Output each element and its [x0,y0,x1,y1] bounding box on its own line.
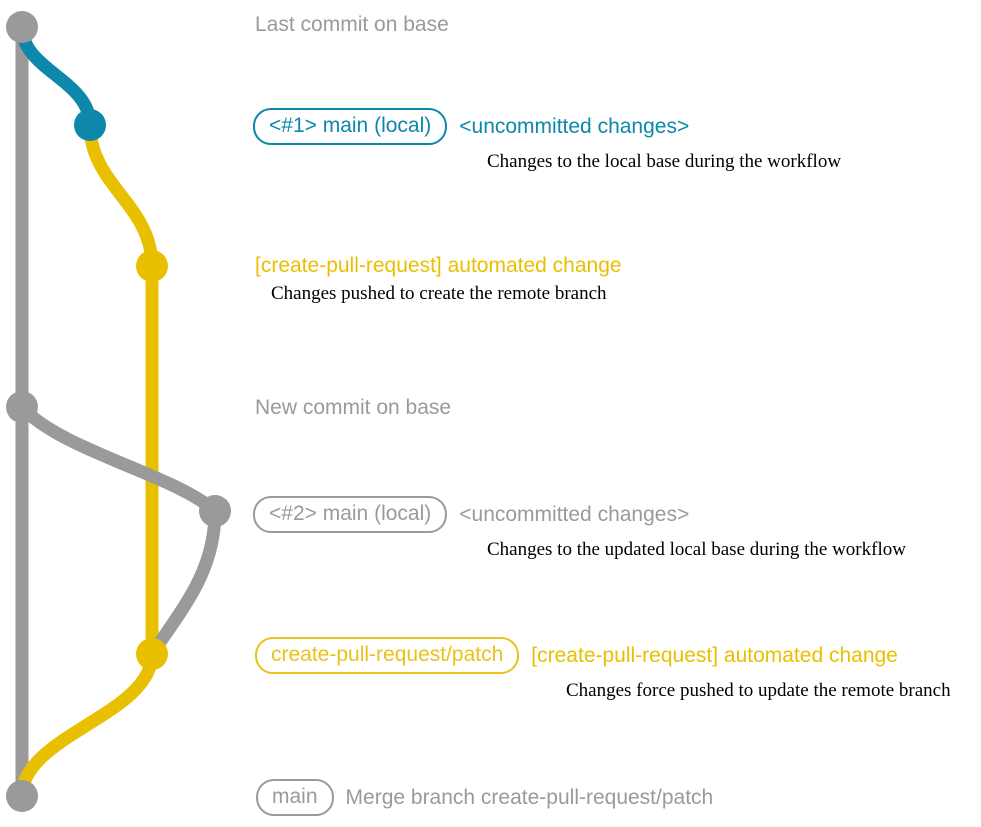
spacer [447,126,459,127]
commit-subject: <uncommitted changes> [459,502,690,526]
commit-subject: [create-pull-request] automated change [531,643,898,667]
spacer [334,797,346,798]
node-remote-commit-1 [136,250,168,282]
local-2-to-remote-2-line [145,504,222,661]
node-merge-commit [6,780,38,812]
node-base-head [6,11,38,43]
ref-badge-main-local-1[interactable]: <#1> main (local) [253,108,448,145]
node-base-new [6,391,38,423]
commit-subject: <uncommitted changes> [459,114,690,138]
commit-row-local-2: <#2> main (local) <uncommitted changes> … [0,496,981,561]
commit-row-remote-update: create-pull-request/patch [create-pull-r… [0,637,981,702]
ref-badge-main-local-2[interactable]: <#2> main (local) [253,496,448,533]
ref-badge-main[interactable]: main [256,779,334,816]
node-local-commit-2 [199,495,231,527]
commit-note: Changes force pushed to update the remot… [566,680,951,701]
commit-subject: [create-pull-request] automated change [255,254,622,277]
commit-subject: Last commit on base [255,13,449,36]
commit-row-local-1: <#1> main (local) <uncommitted changes> … [0,108,981,173]
commit-note: Changes to the updated local base during… [487,539,906,560]
commit-subject: Merge branch create-pull-request/patch [345,785,714,809]
commit-nodes [6,11,231,812]
spacer [447,514,459,515]
commit-note: Changes to the local base during the wor… [487,151,842,172]
remote-merge-line [15,647,159,803]
remote-branch-line-1 [83,118,159,273]
commit-row-remote-create: [create-pull-request] automated change C… [0,254,981,305]
node-local-commit-1 [74,109,106,141]
commit-row-last-commit-on-base: Last commit on base [0,13,981,37]
commit-row-new-commit-on-base: New commit on base [0,396,981,420]
commit-subject: New commit on base [255,396,452,419]
commit-note: Changes pushed to create the remote bran… [271,283,607,304]
node-remote-commit-2 [136,638,168,670]
commit-row-merge: main Merge branch create-pull-request/pa… [0,779,981,816]
spacer [519,655,531,656]
base-to-local-2-line [15,400,222,518]
ref-badge-create-pull-request-patch[interactable]: create-pull-request/patch [255,637,520,674]
